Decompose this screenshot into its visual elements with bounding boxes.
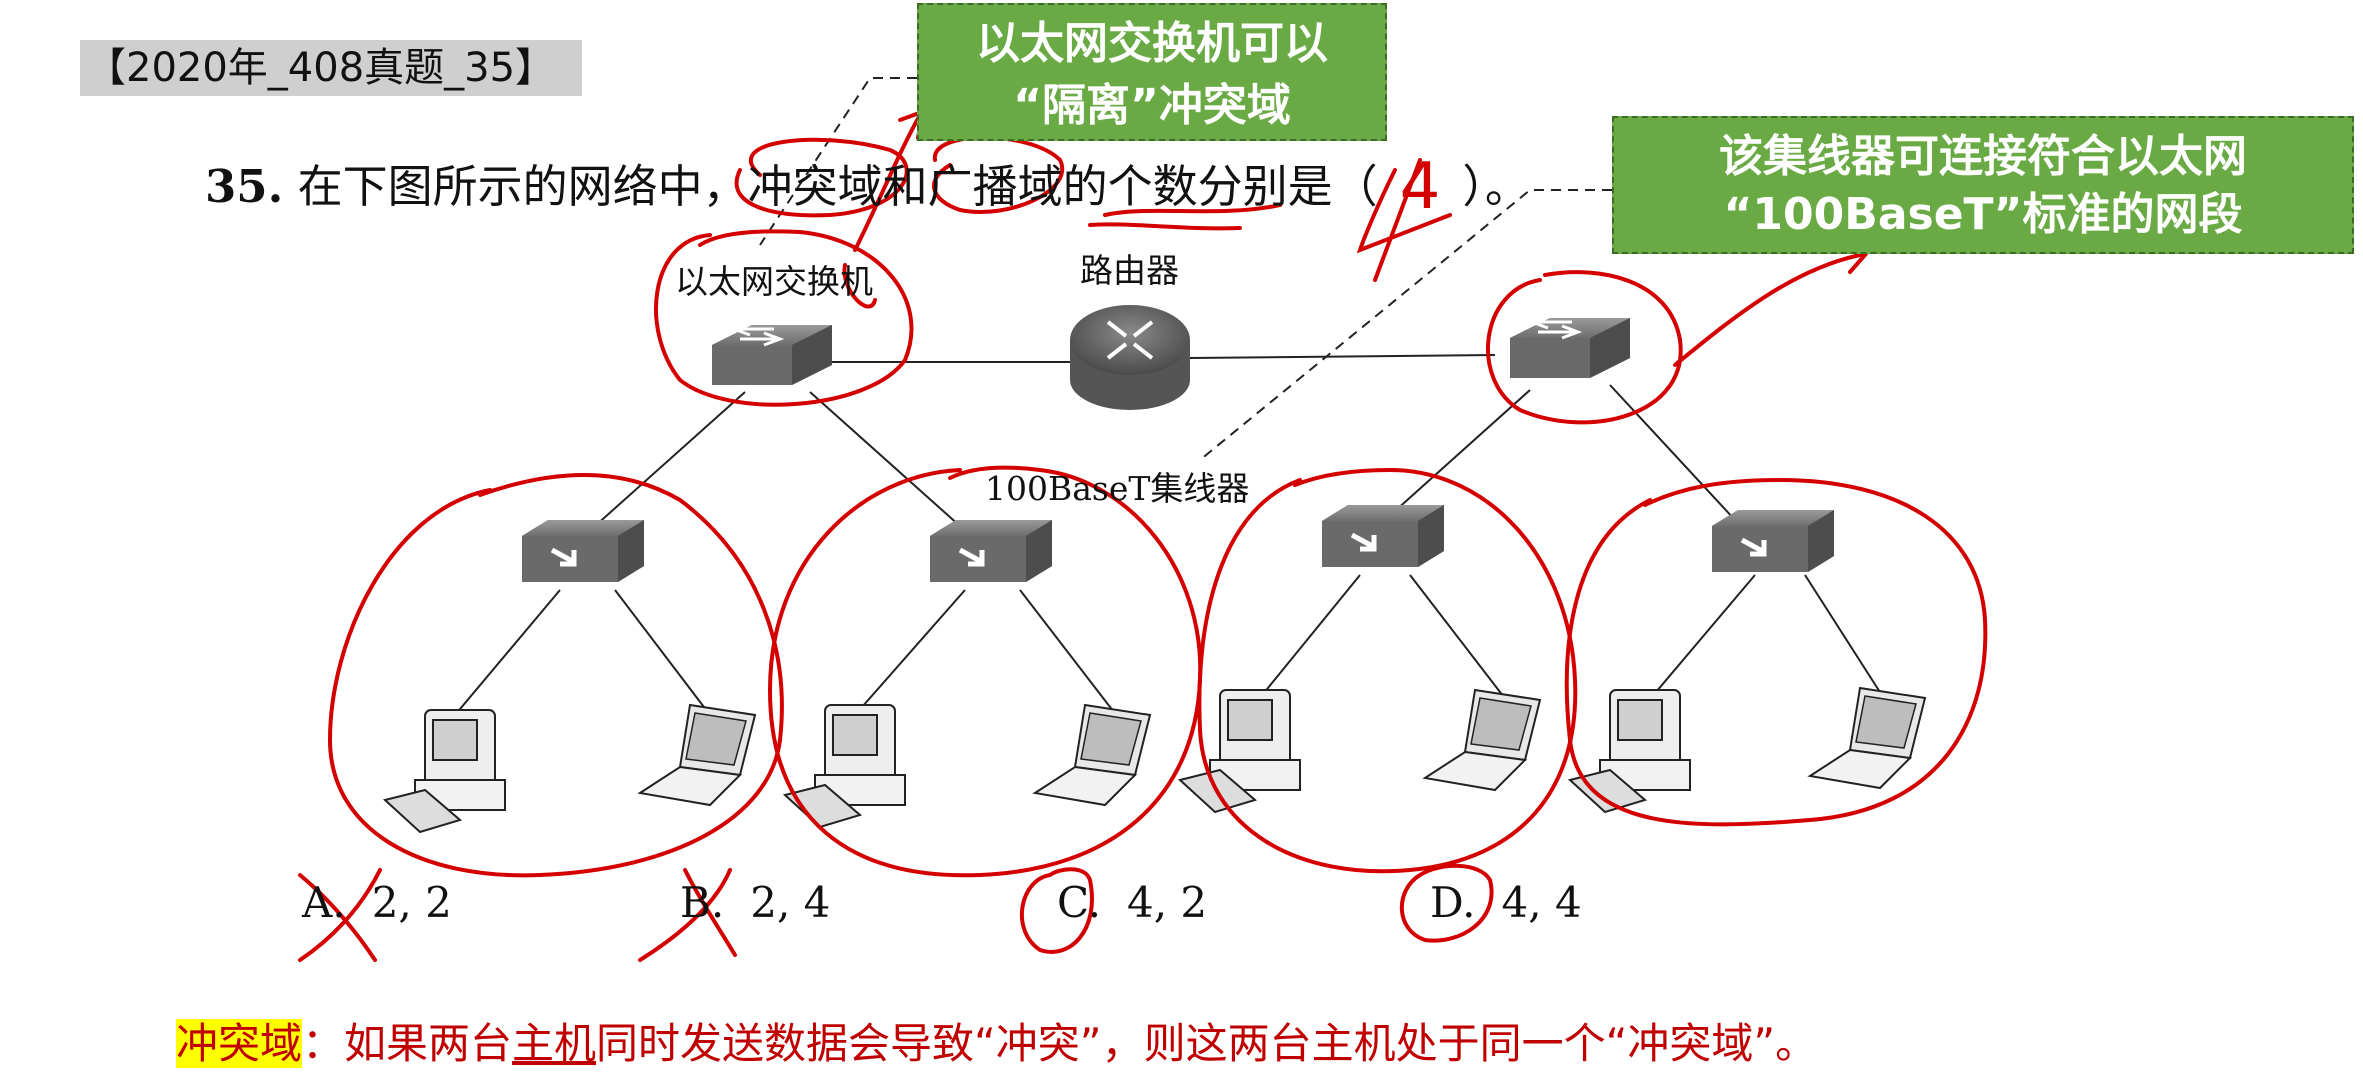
hub-3-icon — [1322, 505, 1444, 567]
question-body: 在下图所示的网络中，冲突域和广播域的个数分别是（ — [297, 160, 1378, 213]
circle-domain-1 — [327, 473, 784, 878]
circle-domain-3 — [1197, 467, 1578, 874]
links — [454, 354, 1886, 721]
hub-label: 100BaseT集线器 — [985, 469, 1250, 508]
ethernet-switch-right-icon — [1510, 314, 1630, 378]
question-number: 35. — [205, 160, 284, 213]
definition-colon: ：如果两台 — [302, 1019, 513, 1068]
cross-option-b — [638, 868, 737, 962]
circle-collision-domain — [734, 137, 909, 218]
option-b-value: 2, 4 — [750, 878, 831, 927]
router-label: 路由器 — [1080, 251, 1179, 290]
hub-2-icon — [930, 520, 1052, 582]
option-d-value: 4, 4 — [1501, 878, 1582, 927]
circle-switch-right — [1486, 270, 1683, 425]
option-c-value: 4, 2 — [1127, 878, 1208, 927]
option-d-letter: D. — [1430, 878, 1476, 927]
laptop-3-icon — [1422, 688, 1542, 792]
callout-2-line-2: “100BaseT”标准的网段 — [1723, 189, 2243, 240]
option-d: D. 4, 4 — [1430, 878, 1582, 927]
desktop-pc-2-icon — [782, 704, 906, 829]
switch-isolates-callout: 以太网交换机可以 “隔离”冲突域 — [917, 3, 1387, 141]
option-a-letter: A. — [302, 878, 346, 927]
hub-1-icon — [522, 520, 644, 582]
curl-switch — [842, 263, 877, 309]
hub-standard-callout: 该集线器可连接符合以太网 “100BaseT”标准的网段 — [1612, 116, 2354, 254]
handwritten-answer: 4 — [1399, 150, 1441, 224]
definition-rest: 同时发送数据会导致“冲突”，则这两台主机处于同一个“冲突域”。 — [596, 1019, 1818, 1068]
callout-1-line-1: 以太网交换机可以 — [976, 18, 1328, 69]
cross-option-a — [298, 868, 382, 962]
answer-4-mark — [1356, 158, 1452, 282]
question-close: ）。 — [1462, 160, 1530, 213]
arrow-hub-callout — [1673, 243, 1869, 367]
circle-switch-left — [654, 229, 914, 407]
desktop-pc-4-icon — [1567, 689, 1691, 814]
switch-label: 以太网交换机 — [675, 262, 873, 301]
option-c-letter: C. — [1057, 878, 1101, 927]
option-b-letter: B. — [680, 878, 725, 927]
collision-domain-definition: 冲突域：如果两台主机同时发送数据会导致“冲突”，则这两台主机处于同一个“冲突域”… — [176, 1010, 1817, 1071]
definition-term: 冲突域 — [176, 1019, 303, 1068]
hub-4-icon — [1712, 510, 1834, 572]
circle-option-d — [1399, 863, 1494, 943]
option-a: A. 2, 2 — [302, 878, 452, 927]
circle-domain-4 — [1564, 477, 1988, 827]
circle-domain-2 — [767, 465, 1203, 878]
circle-option-c — [1020, 867, 1094, 954]
red-annotations — [298, 108, 1988, 962]
ethernet-switch-left-icon — [712, 321, 832, 385]
definition-host: 主机 — [512, 1019, 597, 1068]
callout-1-line-2: “隔离”冲突域 — [1013, 80, 1291, 131]
desktop-pc-1-icon — [382, 709, 506, 834]
option-c: C. 4, 2 — [1057, 878, 1207, 927]
option-b: B. 2, 4 — [680, 878, 830, 927]
laptop-2-icon — [1032, 703, 1152, 807]
option-a-value: 2, 2 — [371, 878, 452, 927]
laptop-1-icon — [637, 703, 757, 807]
question-text: 35. 在下图所示的网络中，冲突域和广播域的个数分别是（ 4 ）。 — [205, 150, 1530, 224]
callout-leaders — [759, 77, 1612, 461]
underline-count — [1103, 203, 1282, 217]
underline-count-2 — [1088, 222, 1242, 231]
laptop-4-icon — [1807, 686, 1927, 790]
router-icon — [1070, 305, 1190, 410]
question-source-tag: 【2020年_408真题_35】 — [80, 40, 582, 96]
callout-2-line-1: 该集线器可连接符合以太网 — [1719, 131, 2247, 182]
